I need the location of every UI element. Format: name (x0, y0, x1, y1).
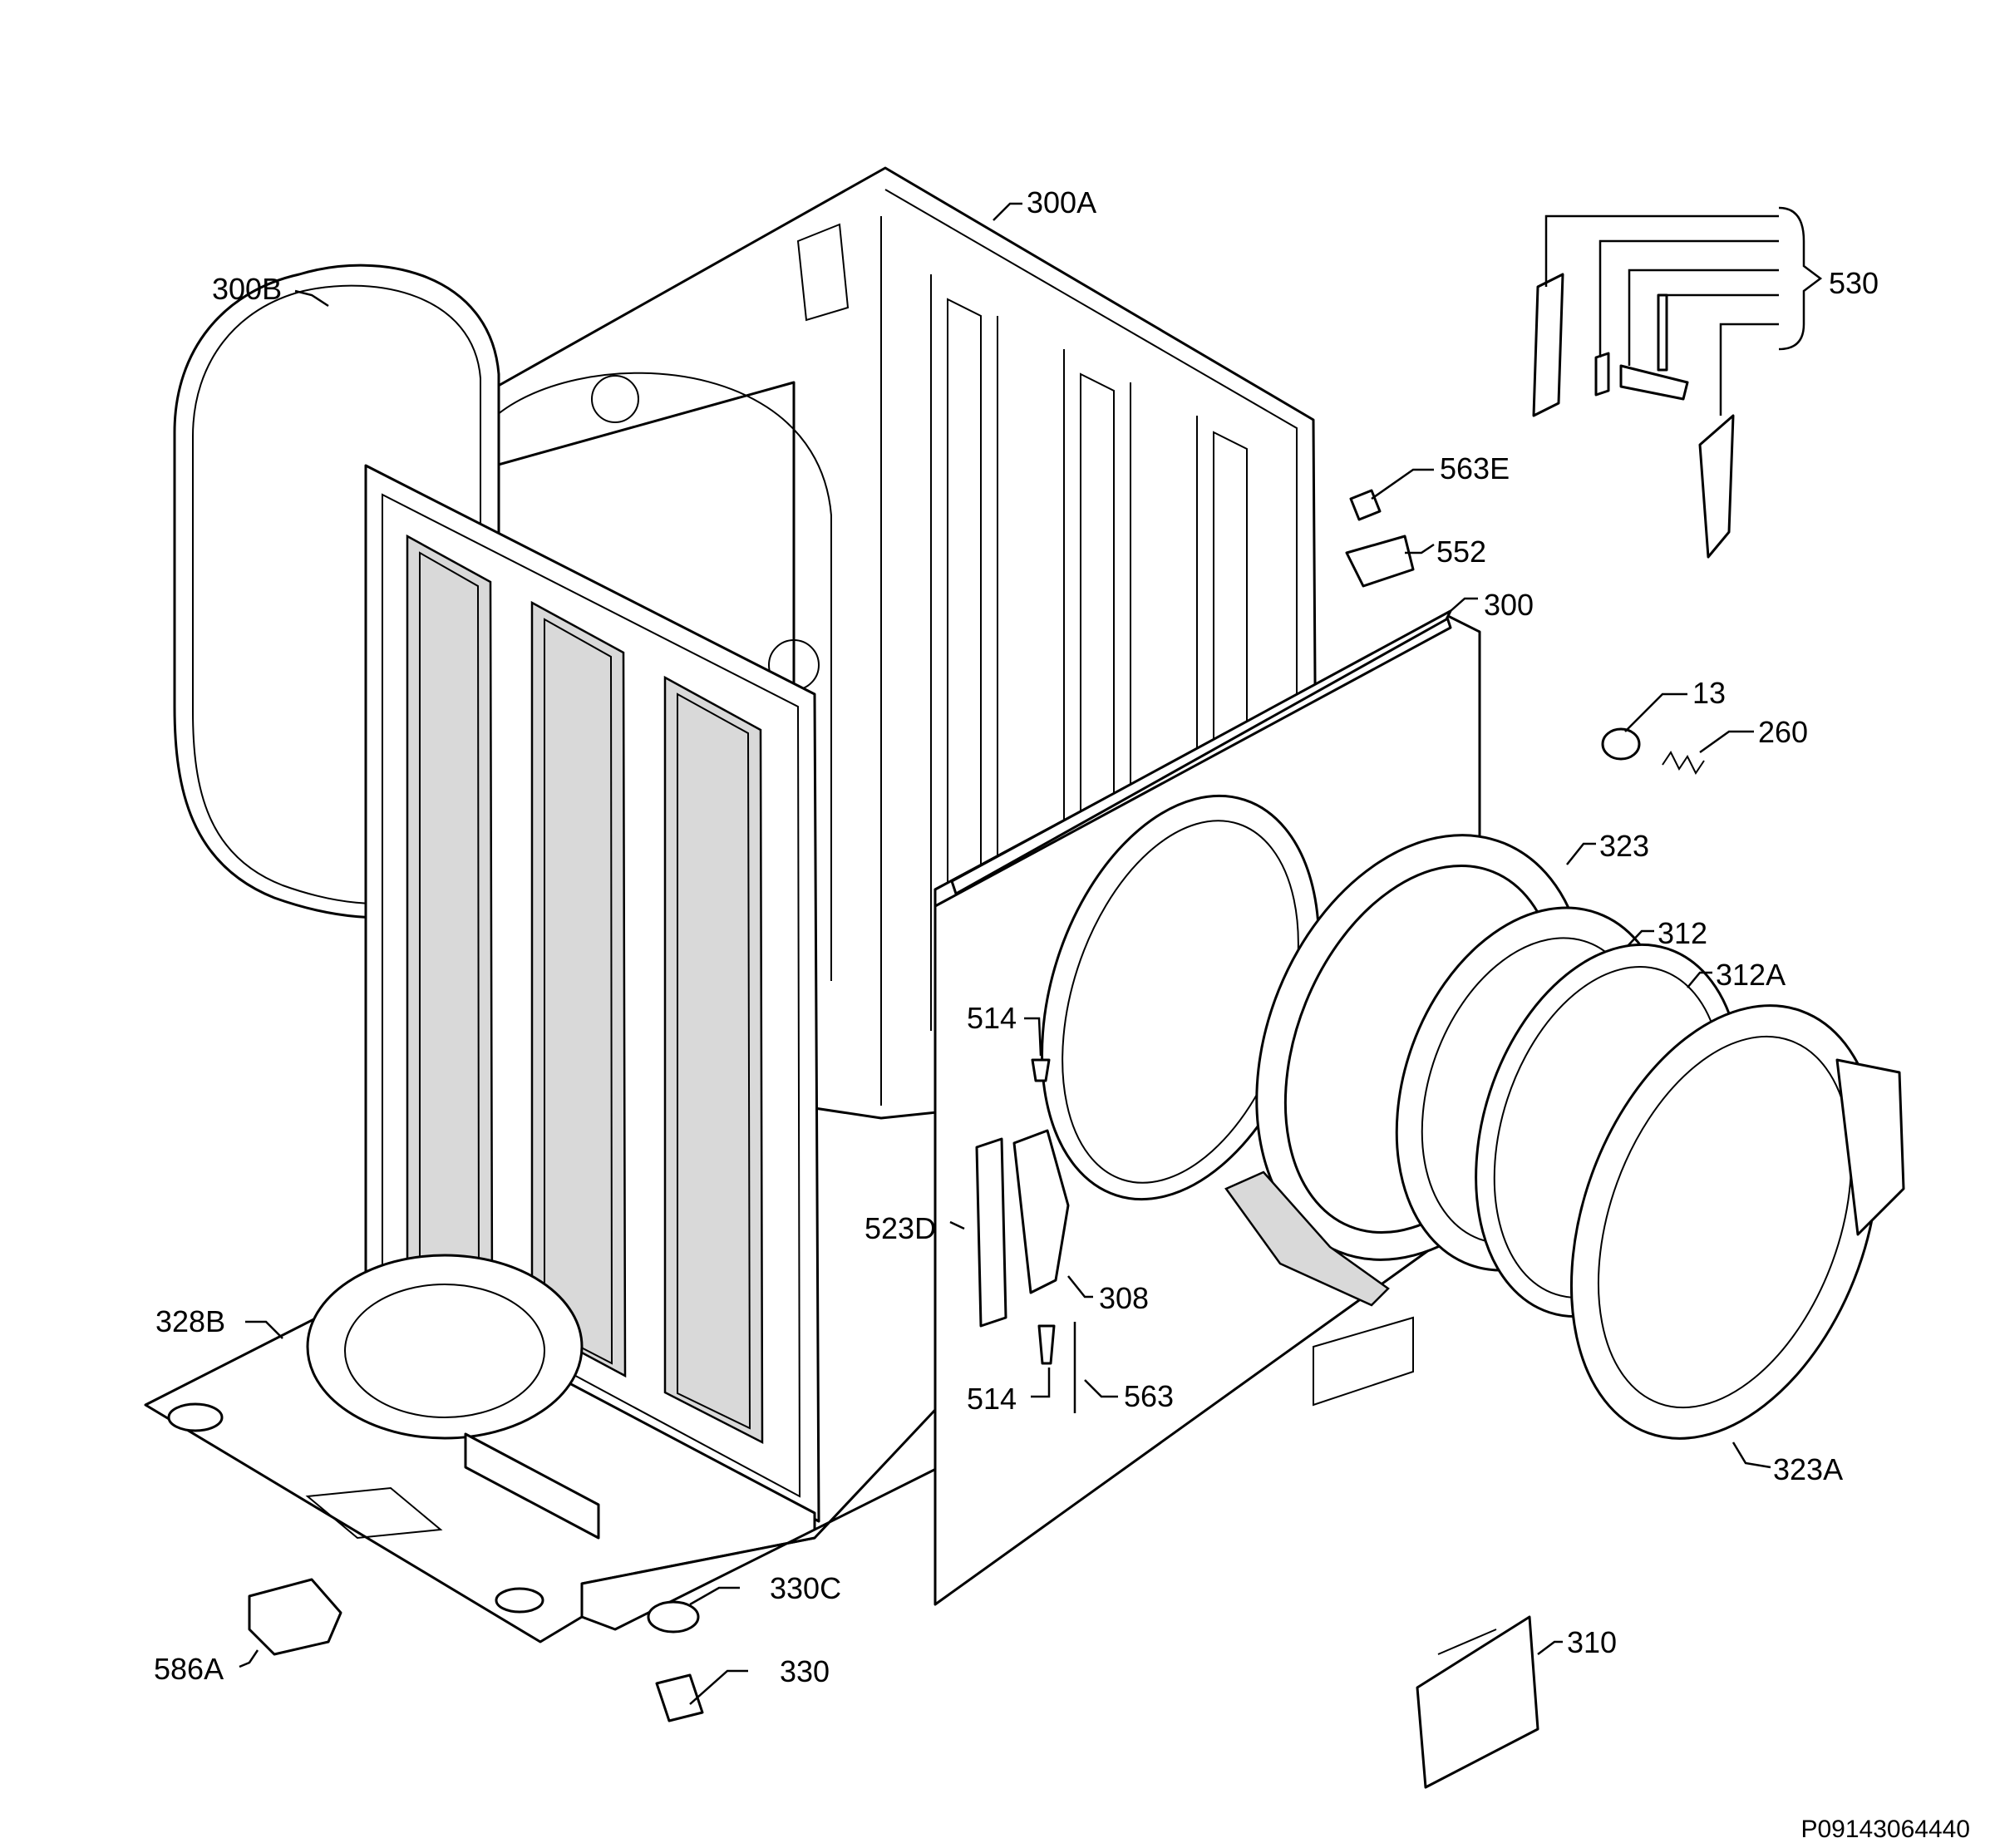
label-13: 13 (1692, 676, 1726, 710)
bushing-13 (1601, 727, 1641, 761)
label-563E: 563E (1440, 451, 1510, 485)
label-523D: 523D (864, 1211, 936, 1245)
label-312A: 312A (1716, 958, 1786, 992)
pump-586A (248, 1578, 342, 1656)
label-260: 260 (1758, 715, 1808, 749)
foot-330C (647, 1600, 700, 1634)
label-530: 530 (1829, 266, 1879, 300)
filter-flap-310 (1416, 1615, 1539, 1789)
label-563: 563 (1124, 1379, 1174, 1413)
side-panel (364, 464, 820, 1523)
latch-552 (1345, 535, 1415, 588)
label-300: 300 (1484, 588, 1534, 622)
screw-514-top (1031, 1058, 1051, 1082)
label-312: 312 (1658, 916, 1707, 950)
label-310: 310 (1567, 1625, 1617, 1659)
label-586A: 586A (154, 1652, 224, 1686)
leader-lines (239, 202, 1823, 1705)
hinge-523D (975, 1137, 1007, 1328)
handle-kit-530 (1532, 273, 1735, 559)
label-330C: 330C (770, 1571, 841, 1605)
screw-514-bottom (1037, 1324, 1056, 1365)
label-323: 323 (1599, 829, 1649, 863)
hinge-308 (1012, 1129, 1070, 1294)
label-514-bottom: 514 (967, 1382, 1017, 1416)
label-514-top: 514 (967, 1001, 1017, 1035)
label-300A: 300A (1027, 185, 1096, 219)
label-328B: 328B (155, 1304, 225, 1338)
label-323A: 323A (1773, 1452, 1843, 1486)
drawing-code: P09143064440 (1800, 1816, 1970, 1843)
spring-260 (1662, 751, 1705, 775)
label-330: 330 (780, 1654, 830, 1688)
foot-330 (655, 1673, 704, 1722)
label-552: 552 (1436, 535, 1486, 569)
front-panel-300 (933, 609, 1481, 1606)
door-outer-ring-323A (1569, 1004, 1905, 1440)
base-plate-328B (144, 1254, 949, 1643)
label-308: 308 (1099, 1281, 1149, 1315)
label-300B: 300B (212, 272, 282, 306)
